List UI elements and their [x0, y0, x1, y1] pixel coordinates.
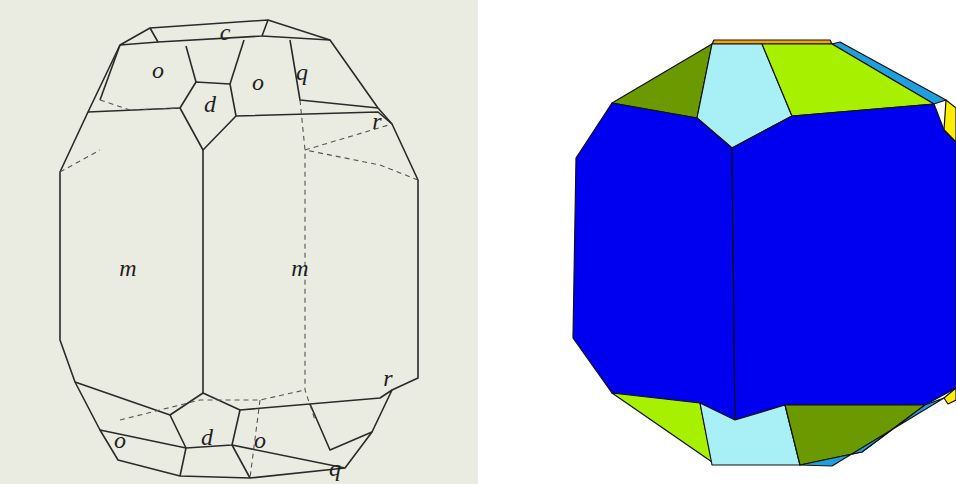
- face-letter: m: [291, 256, 308, 280]
- face-letter: o: [254, 428, 266, 452]
- face-letter: m: [119, 256, 136, 280]
- crystal-drawing: [60, 20, 418, 478]
- face-letter: o: [152, 58, 164, 82]
- paper-ground: [0, 0, 478, 484]
- hidden-edges: [60, 100, 418, 478]
- face-letter: r: [383, 366, 392, 390]
- face-letter: d: [201, 425, 213, 449]
- face-letter: r: [372, 109, 381, 133]
- crystal-model: [573, 40, 956, 466]
- face-letter: c: [220, 20, 231, 44]
- face-letter: o: [252, 70, 264, 94]
- face-letter: d: [204, 92, 216, 116]
- face-letter: o: [114, 428, 126, 452]
- face-letter: q: [296, 60, 308, 84]
- face-letter: q: [329, 456, 341, 480]
